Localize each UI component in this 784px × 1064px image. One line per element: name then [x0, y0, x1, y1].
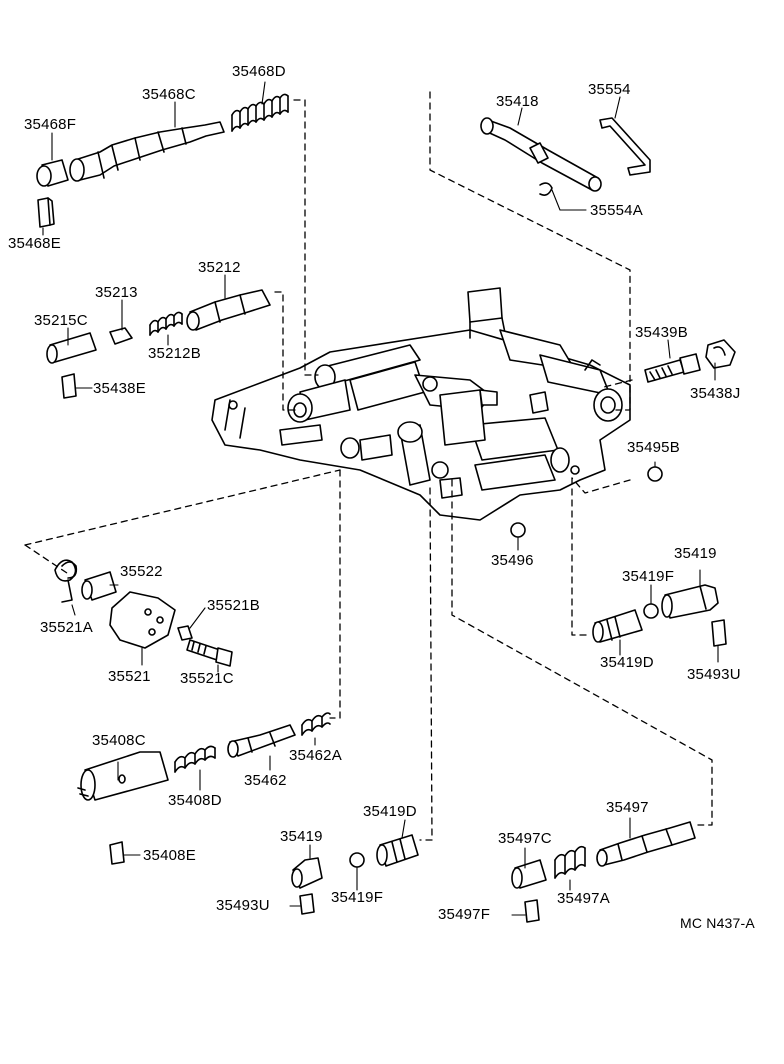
valve-35408-group	[77, 712, 331, 865]
part-label-35438E: 35438E	[93, 380, 146, 397]
part-label-35468F: 35468F	[24, 116, 77, 133]
part-label-35408D: 35408D	[168, 792, 222, 809]
valve-35212-group	[46, 289, 271, 399]
part-label-35215C: 35215C	[34, 312, 88, 329]
part-label-35438J: 35438J	[690, 385, 741, 402]
valve-35468-group	[36, 93, 289, 228]
assembly-leader-lines	[24, 91, 713, 841]
part-label-35521A: 35521A	[40, 619, 93, 636]
part-label-35493U-bottom: 35493U	[216, 897, 270, 914]
part-label-35554A: 35554A	[590, 202, 643, 219]
part-label-35419F-bottom: 35419F	[331, 889, 384, 906]
part-label-35497: 35497	[606, 799, 649, 816]
part-label-35497F: 35497F	[438, 906, 491, 923]
part-label-35462: 35462	[244, 772, 287, 789]
part-label-35468E: 35468E	[8, 235, 61, 252]
part-label-35497A: 35497A	[557, 890, 610, 907]
part-label-35462A: 35462A	[289, 747, 342, 764]
part-label-35419-right: 35419	[674, 545, 717, 562]
part-label-35212: 35212	[198, 259, 241, 276]
part-label-35521B: 35521B	[207, 597, 260, 614]
part-label-35495B: 35495B	[627, 439, 680, 456]
part-label-35408E: 35408E	[143, 847, 196, 864]
diagram-code: MC N437-A	[680, 915, 755, 931]
valve-35497-group	[511, 821, 696, 923]
part-label-35496: 35496	[491, 552, 534, 569]
part-label-35212B: 35212B	[148, 345, 201, 362]
valve-35418-group	[480, 117, 651, 196]
part-label-35419-bottom: 35419	[280, 828, 323, 845]
part-label-35408C: 35408C	[92, 732, 146, 749]
part-label-35497C: 35497C	[498, 830, 552, 847]
valve-35419-right-group	[592, 584, 727, 647]
part-label-35554: 35554	[588, 81, 631, 98]
part-label-35493U-right: 35493U	[687, 666, 741, 683]
part-label-35419D-bottom: 35419D	[363, 803, 417, 820]
valve-35419-bottom-group	[291, 834, 419, 915]
valve-body	[211, 287, 631, 521]
part-label-35439B: 35439B	[635, 324, 688, 341]
accumulator-35521-group	[54, 559, 233, 667]
part-label-35521: 35521	[108, 668, 151, 685]
part-label-35468D: 35468D	[232, 63, 286, 80]
part-label-35419D-right: 35419D	[600, 654, 654, 671]
part-label-35468C: 35468C	[142, 86, 196, 103]
part-label-35522: 35522	[120, 563, 163, 580]
part-label-35419F-right: 35419F	[622, 568, 675, 585]
part-label-35521C: 35521C	[180, 670, 234, 687]
label-leaders	[42, 81, 719, 916]
part-label-35213: 35213	[95, 284, 138, 301]
part-label-35418: 35418	[496, 93, 539, 110]
